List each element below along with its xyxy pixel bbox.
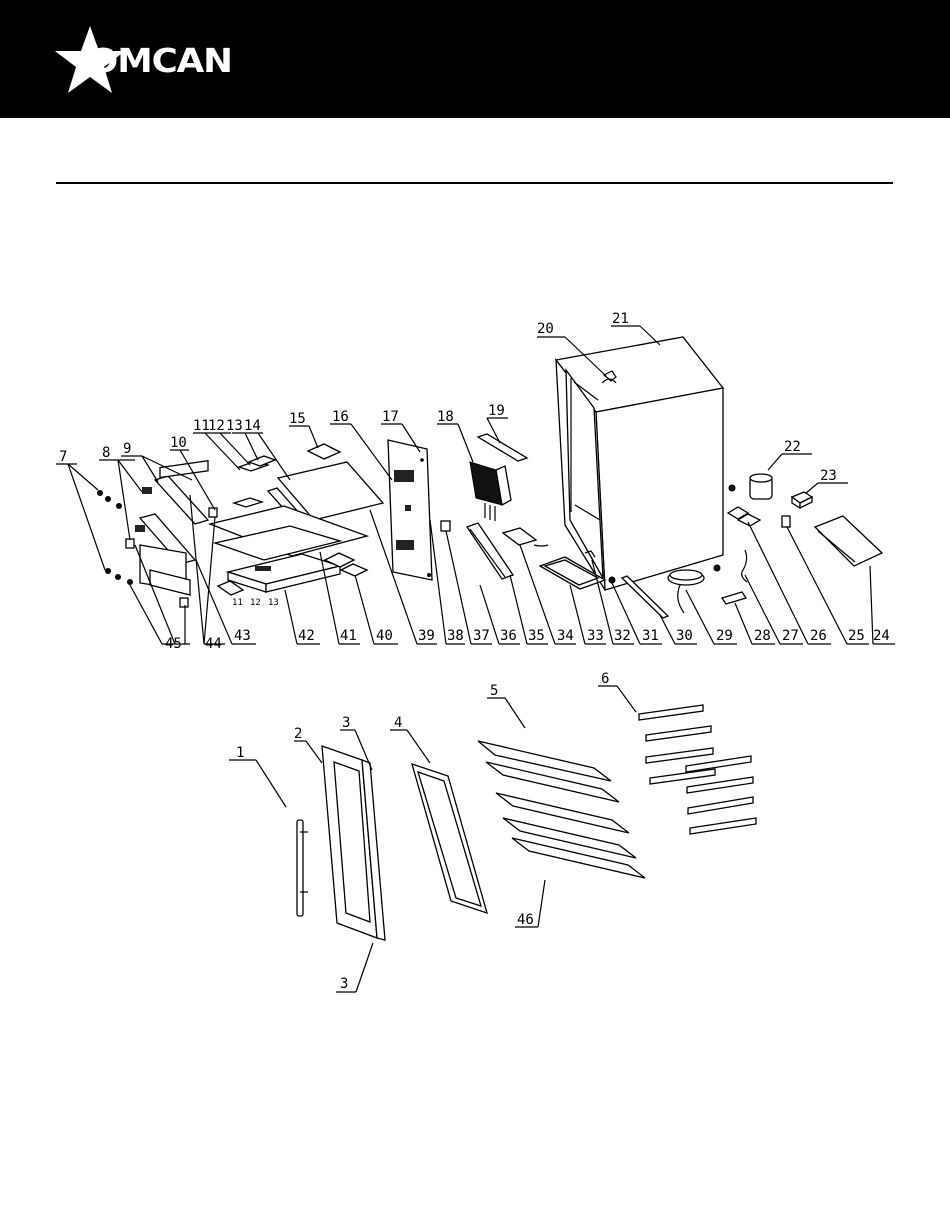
part-label-20: 20	[537, 321, 554, 337]
part-label-41: 41	[340, 628, 357, 644]
part-label-23: 23	[820, 468, 837, 484]
lamp-housing	[503, 528, 536, 545]
part-label-30: 30	[676, 628, 693, 644]
part-label-35: 35	[528, 628, 545, 644]
part-label-29: 29	[716, 628, 733, 644]
top-rail	[478, 434, 527, 461]
small-label-13: 13	[268, 598, 279, 608]
base-plate	[815, 516, 882, 566]
part-label-22: 22	[784, 439, 801, 455]
door-handle	[297, 820, 308, 916]
small-label-11: 11	[232, 598, 243, 608]
drain-part	[722, 592, 746, 604]
part-label-4: 4	[394, 715, 402, 731]
part-label-43: 43	[234, 628, 251, 644]
part-label-12: 12	[208, 418, 225, 434]
door-gasket	[412, 764, 487, 913]
part-label-45: 45	[165, 636, 182, 652]
fan-part	[341, 564, 367, 576]
part-label-17: 17	[382, 409, 399, 425]
bottom-frame	[228, 554, 340, 592]
part-label-46: 46	[517, 912, 534, 928]
part-label-33: 33	[587, 628, 604, 644]
part-label-42: 42	[298, 628, 315, 644]
part-label-19: 19	[488, 403, 505, 419]
bracket-part	[782, 516, 790, 527]
control-box	[470, 462, 511, 521]
cabinet-body	[556, 337, 723, 590]
part-label-3: 3	[342, 715, 350, 731]
part-label-13: 13	[226, 418, 243, 434]
part-label-36: 36	[500, 628, 517, 644]
condenser-coil	[668, 570, 704, 613]
rear-panel	[388, 440, 432, 580]
compressor	[750, 474, 772, 499]
part-label-25: 25	[848, 628, 865, 644]
part-label-40: 40	[376, 628, 393, 644]
part-label-31: 31	[642, 628, 659, 644]
side-brackets	[126, 461, 217, 607]
small-label-12: 12	[250, 598, 261, 608]
part-label-14: 14	[244, 418, 261, 434]
part-label-28: 28	[754, 628, 771, 644]
screw	[729, 485, 735, 491]
wine-shelves	[478, 741, 645, 878]
fan-motor	[308, 444, 340, 459]
middle-panel	[210, 506, 367, 560]
part-label-15: 15	[289, 411, 306, 427]
part-label-8: 8	[102, 445, 110, 461]
part-label-39: 39	[418, 628, 435, 644]
part-label-1: 1	[236, 745, 244, 761]
part-label-3: 3	[340, 976, 348, 992]
part-label-38: 38	[447, 628, 464, 644]
part-label-37: 37	[473, 628, 490, 644]
switch	[441, 521, 450, 531]
side-strip	[622, 576, 668, 618]
screws	[97, 490, 133, 585]
part-label-27: 27	[782, 628, 799, 644]
part-label-32: 32	[614, 628, 631, 644]
relay-box	[792, 492, 812, 508]
evaporator-frame	[467, 523, 513, 579]
part-label-24: 24	[873, 628, 890, 644]
part-label-10: 10	[170, 435, 187, 451]
door-frame	[322, 746, 385, 940]
part-label-7: 7	[59, 449, 67, 465]
part-label-9: 9	[123, 441, 131, 457]
part-label-16: 16	[332, 409, 349, 425]
part-label-21: 21	[612, 311, 629, 327]
part-label-26: 26	[810, 628, 827, 644]
part-label-44: 44	[205, 636, 222, 652]
part-label-2: 2	[294, 726, 302, 742]
part-label-5: 5	[490, 683, 498, 699]
part-label-34: 34	[557, 628, 574, 644]
shelf-slides	[639, 705, 756, 834]
part-label-6: 6	[601, 671, 609, 687]
part-label-18: 18	[437, 409, 454, 425]
